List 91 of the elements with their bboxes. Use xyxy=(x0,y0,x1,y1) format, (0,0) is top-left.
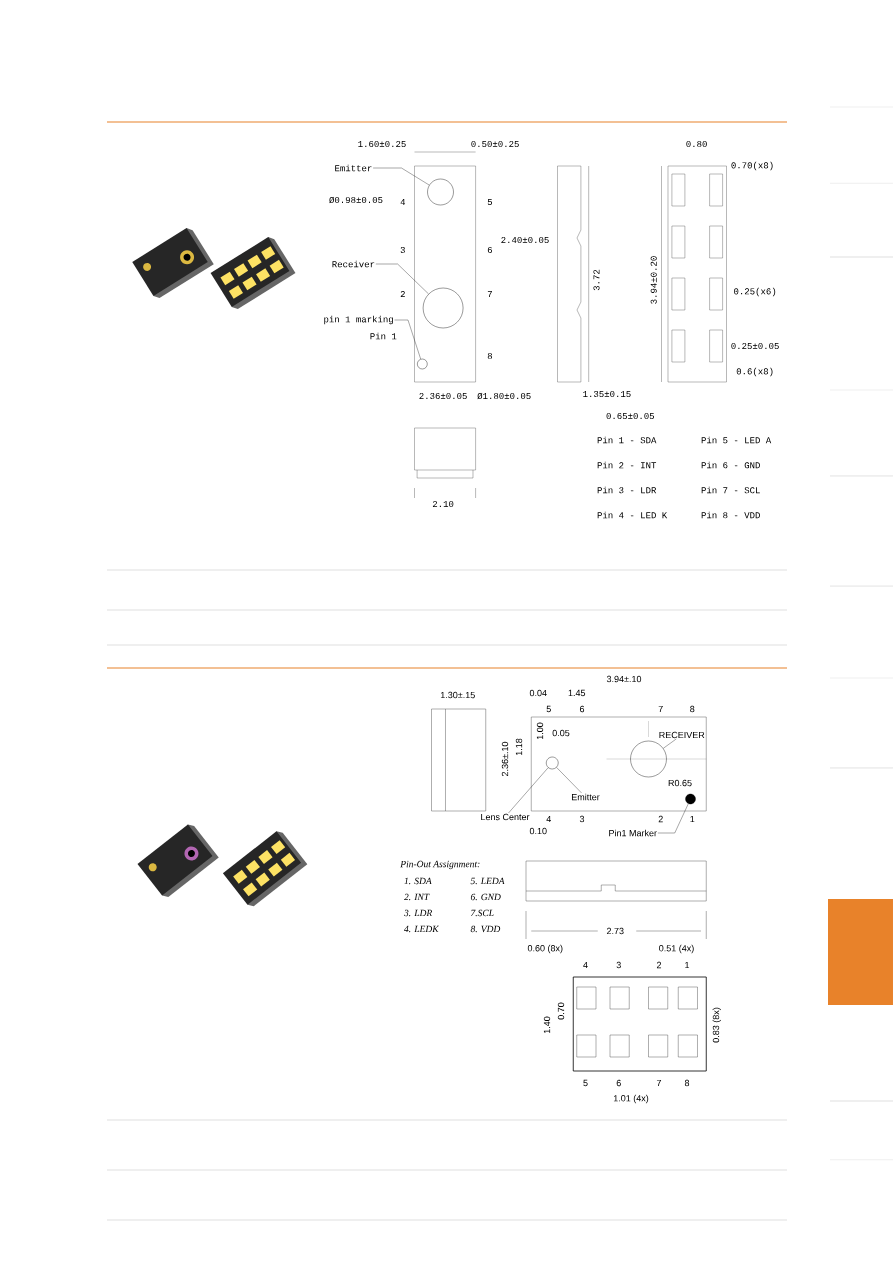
pin-list-item: 8. VDD xyxy=(470,925,501,933)
dimension-label: 0.70 xyxy=(557,1002,565,1020)
dimension-label: 2 xyxy=(400,291,405,297)
heading: Pin-Out Assignment: xyxy=(400,860,480,870)
dimension-label: 6 xyxy=(616,1079,621,1087)
dimension-label: 6 xyxy=(579,705,585,713)
dimension-label: 7 xyxy=(656,1079,662,1087)
dimension-label: 0.50±0.25 xyxy=(471,140,519,148)
dimension-label: 4 xyxy=(400,199,406,205)
dimension-label: 0.80 xyxy=(686,140,707,148)
pin-list-item: 5. LEDA xyxy=(470,877,505,885)
dimension-label: 1.35±0.15 xyxy=(583,390,631,398)
dimension-label: 0.10 xyxy=(529,827,547,835)
pin-list-item: 4. LEDK xyxy=(404,925,439,933)
dimension-label: 7 xyxy=(487,291,492,297)
dimension-label: 2.36±0.05 xyxy=(419,392,467,400)
pin-list-item: 3. LDR xyxy=(404,909,433,917)
callout-text: pin 1 marking xyxy=(324,315,393,325)
dimension-label: 2.73 xyxy=(606,927,624,935)
dimension-label: 7 xyxy=(658,705,663,713)
pin-list-item: 2. INT xyxy=(404,893,430,901)
lens-circle xyxy=(427,178,454,206)
pin-list-item: Pin 5 - LED A xyxy=(701,436,772,444)
lens-circle xyxy=(630,740,667,778)
dimension-label: 3.94±0.20 xyxy=(650,256,657,304)
lens-circle xyxy=(422,287,464,329)
leader-line xyxy=(375,263,429,295)
dimension-label: 0.65±0.05 xyxy=(606,412,655,420)
dimension-label: 0.25±0.05 xyxy=(731,342,779,350)
dimension-label: 3.72 xyxy=(593,269,600,291)
dimension-label: 0.70(x8) xyxy=(731,161,773,171)
pin-list-item: 6. GND xyxy=(470,893,501,901)
dimension-label: 0.25(x6) xyxy=(734,287,776,297)
leader-line xyxy=(508,767,549,814)
dimension-label: 2 xyxy=(658,815,663,823)
leader-line xyxy=(663,738,677,749)
dimension-label: 1 xyxy=(685,961,690,969)
dimension-label: 1.00 xyxy=(536,722,544,740)
pin-list-item: Pin 6 - GND xyxy=(701,461,760,469)
leader-line xyxy=(657,803,689,834)
pin-list-item: 7.SCL xyxy=(471,909,494,917)
pin-list-item: Pin 4 - LED K xyxy=(597,511,668,519)
dimension-label: 1.30±.15 xyxy=(440,691,475,699)
dimension-label: 1.40 xyxy=(543,1016,551,1034)
dimension-label: 8 xyxy=(487,352,492,360)
pin-list-item: Pin 1 - SDA xyxy=(597,436,657,444)
leader-line xyxy=(394,319,421,360)
dimension-label: 4 xyxy=(546,815,551,823)
dimension-label: 2.10 xyxy=(432,500,454,508)
dimension-label: 0.83 (8x) xyxy=(712,1007,721,1043)
callout-text: Pin1 Marker xyxy=(609,829,657,837)
pin-list-item: Pin 7 - SCL xyxy=(701,486,760,494)
dimension-label: Ø0.98±0.05 xyxy=(329,196,383,204)
pin-list-item: Pin 8 - VDD xyxy=(701,511,760,519)
dimension-label: 5 xyxy=(583,1079,588,1087)
dimension-label: 8 xyxy=(690,705,695,713)
dimension-label: Ø1.80±0.05 xyxy=(477,392,531,400)
dimension-label: 0.04 xyxy=(529,689,547,697)
dimension-label: 2.40±0.05 xyxy=(501,236,549,244)
callout-text: Lens Center xyxy=(481,813,530,821)
dimension-label: 5 xyxy=(487,199,493,205)
dimension-label: 2 xyxy=(656,961,662,969)
dimension-label: 8 xyxy=(684,1079,690,1087)
pin-list-item: Pin 3 - LDR xyxy=(597,486,657,494)
pin-list-item: 1. SDA xyxy=(404,877,432,885)
dimension-label: 1 xyxy=(690,815,695,823)
dimension-label: 3 xyxy=(400,246,405,254)
dimension-label: 1.45 xyxy=(568,689,586,697)
dimension-label: 0.6(x8) xyxy=(736,367,773,377)
leader-line xyxy=(556,767,582,794)
dimension-label: 5 xyxy=(546,705,551,713)
dimension-label: R0.65 xyxy=(668,779,692,787)
dimension-label: 2.36±.10 xyxy=(501,741,509,777)
dimension-label: 0.51 (4x) xyxy=(659,944,694,954)
dimension-label: 3 xyxy=(579,815,585,823)
dimension-label: 1.18 xyxy=(515,738,523,756)
dimension-label: 4 xyxy=(583,961,588,969)
pin-list-item: Pin 2 - INT xyxy=(597,461,657,469)
dimension-label: 3 xyxy=(616,961,621,969)
dimension-label: 3.94±.10 xyxy=(606,675,642,683)
dimension-label: 0.05 xyxy=(552,729,570,737)
callout-text: RECEIVER xyxy=(659,731,705,739)
leader-line xyxy=(372,167,430,186)
callout-text: Emitter xyxy=(572,793,600,801)
dimension-label: 1.60±0.25 xyxy=(358,140,406,148)
callout-text: Receiver xyxy=(332,260,375,268)
dimension-label: 0.60 (8x) xyxy=(527,944,563,954)
callout-text: Emitter xyxy=(335,164,372,172)
dimension-label: Pin 1 xyxy=(370,332,397,340)
dimension-label: 1.01 (4x) xyxy=(613,1094,649,1104)
dimension-label: 6 xyxy=(487,246,492,254)
